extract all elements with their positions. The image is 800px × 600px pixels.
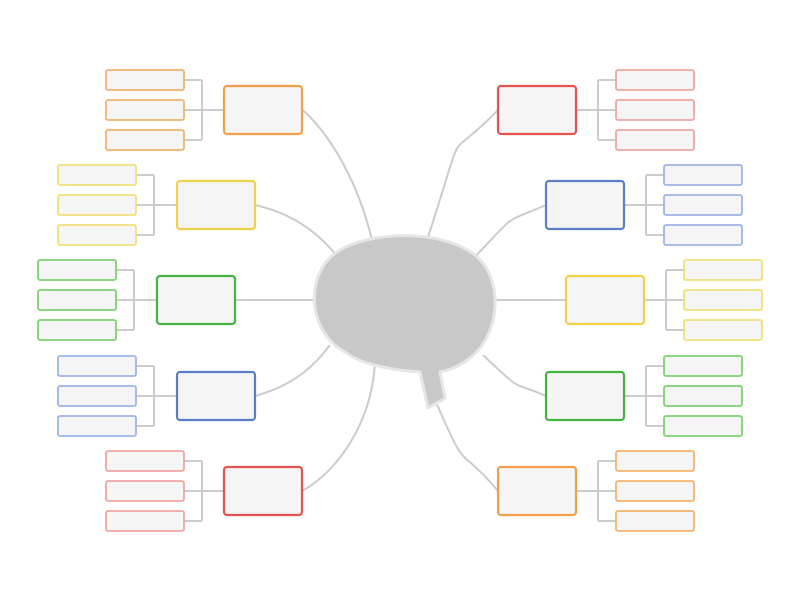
central-node (312, 234, 497, 410)
child-node-left-3-2 (37, 319, 117, 341)
child-node-left-3-1 (37, 289, 117, 311)
branch-node-right-5 (496, 465, 578, 517)
child-node-left-1-1 (105, 99, 185, 121)
branch-node-right-1 (496, 84, 578, 136)
branch-node-left-2 (175, 179, 257, 231)
child-node-right-2-1 (663, 194, 743, 216)
branch-connector-right-1 (426, 109, 499, 241)
branch-connector-left-5 (301, 361, 376, 492)
child-node-right-3-2 (683, 319, 763, 341)
child-node-left-3-0 (37, 259, 117, 281)
branch-node-right-3 (564, 274, 646, 326)
child-node-right-3-1 (683, 289, 763, 311)
child-node-left-1-2 (105, 129, 185, 151)
child-node-right-1-2 (615, 129, 695, 151)
central-bubble (312, 234, 497, 410)
child-node-right-3-0 (683, 259, 763, 281)
branch-connector-right-4 (482, 354, 547, 397)
child-node-left-2-0 (57, 164, 137, 186)
child-node-right-2-0 (663, 164, 743, 186)
branch-connector-left-1 (301, 109, 373, 241)
branch-node-left-3 (155, 274, 237, 326)
branch-node-left-4 (175, 370, 257, 422)
branch-connector-left-4 (254, 344, 331, 397)
child-node-right-4-2 (663, 415, 743, 437)
branch-node-left-5 (222, 465, 304, 517)
child-node-left-5-0 (105, 450, 185, 472)
child-node-left-2-1 (57, 194, 137, 216)
child-node-right-5-2 (615, 510, 695, 532)
child-node-left-4-0 (57, 355, 137, 377)
child-node-left-5-1 (105, 480, 185, 502)
child-node-left-4-2 (57, 415, 137, 437)
child-node-right-5-0 (615, 450, 695, 472)
branch-connector-right-2 (469, 204, 547, 263)
child-node-left-2-2 (57, 224, 137, 246)
branch-node-right-2 (544, 179, 626, 231)
child-node-right-1-1 (615, 99, 695, 121)
child-node-left-1-0 (105, 69, 185, 91)
child-node-right-4-1 (663, 385, 743, 407)
branch-node-right-4 (544, 370, 626, 422)
child-node-left-4-1 (57, 385, 137, 407)
branch-node-left-1 (222, 84, 304, 136)
connector-lines (116, 79, 684, 522)
child-node-right-2-2 (663, 224, 743, 246)
child-node-right-5-1 (615, 480, 695, 502)
node-boxes (37, 69, 763, 532)
child-node-right-4-0 (663, 355, 743, 377)
branch-connector-right-5 (434, 399, 499, 492)
child-node-left-5-2 (105, 510, 185, 532)
branch-connector-left-2 (254, 204, 341, 261)
child-node-right-1-0 (615, 69, 695, 91)
